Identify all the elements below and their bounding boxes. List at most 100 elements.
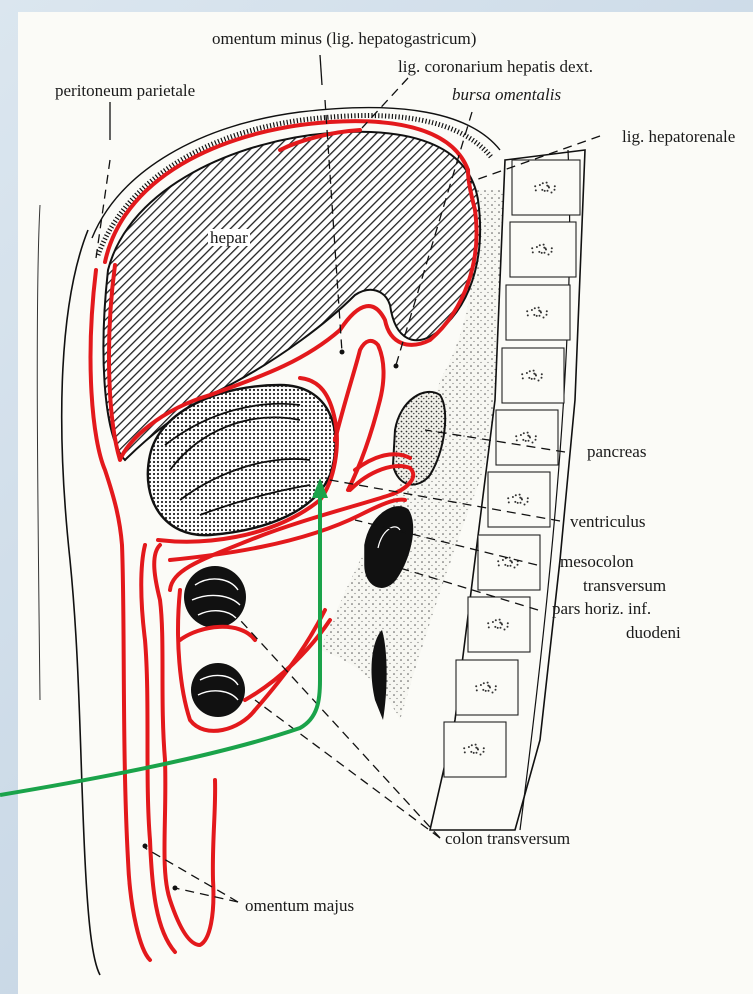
vertebral-marrow-dot [541, 377, 543, 379]
vertebral-marrow-dot [473, 752, 475, 754]
skin-outline [37, 205, 40, 700]
label-duodeni: duodeni [626, 624, 681, 641]
vertebral-marrow-dot [538, 310, 540, 312]
vertebral-marrow-dot [522, 377, 524, 379]
label-omentum-majus: omentum majus [245, 897, 354, 914]
vertebral-marrow-dot [514, 501, 516, 503]
vertebral-marrow-dot [524, 504, 526, 506]
vertebral-marrow-dot [463, 747, 465, 749]
vertebral-marrow-dot [539, 315, 541, 317]
vertebral-marrow-dot [475, 685, 477, 687]
vertebral-marrow-dot [532, 442, 534, 444]
vertebral-marrow-dot [497, 560, 499, 562]
vertebral-marrow-dot [544, 190, 546, 192]
vertebral-marrow-dot [487, 685, 489, 687]
vertebral-marrow-dot [534, 185, 536, 187]
vertebral-marrow-dot [526, 310, 528, 312]
vertebral-marrow-dot [547, 190, 549, 192]
vertebral-marrow-dot [509, 557, 511, 559]
vertebral-marrow-dot [508, 501, 510, 503]
vertebral-marrow-dot [492, 692, 494, 694]
vertebral-marrow-dot [492, 621, 494, 623]
vertebral-marrow-dot [520, 502, 522, 504]
colon-transversum-lower [191, 663, 245, 717]
vertebral-marrow-dot [510, 565, 512, 567]
label-hepar: hepar [208, 229, 250, 246]
vertebral-marrow-dot [546, 182, 548, 184]
vertebral-marrow-dot [527, 501, 529, 503]
vertebral-marrow-dot [516, 439, 518, 441]
label-transversum: transversum [583, 577, 666, 594]
vertebral-marrow-dot [517, 564, 519, 566]
vertebral-marrow-dot [543, 317, 545, 319]
vertebral-marrow-dot [483, 682, 485, 684]
vertebral-marrow-dot [536, 246, 538, 248]
vertebral-marrow-dot [539, 244, 541, 246]
colon-transversum-upper [184, 566, 246, 628]
vertebral-marrow-dot [531, 378, 533, 380]
vertebral-marrow-dot [495, 619, 497, 621]
vertebral-marrow-dot [525, 440, 527, 442]
vertebral-marrow-dot [497, 627, 499, 629]
vertebral-marrow-dot [483, 751, 485, 753]
vertebral-marrow-dot [554, 189, 556, 191]
vertebral-marrow-dot [531, 247, 533, 249]
vertebral-body [496, 410, 558, 465]
vertebral-marrow-dot [528, 440, 530, 442]
vertebral-body [506, 285, 570, 340]
vertebral-marrow-dot [523, 432, 525, 434]
vertebral-marrow-dot [532, 251, 534, 253]
vertebral-marrow-dot [499, 619, 501, 621]
vertebral-marrow-dot [487, 682, 489, 684]
vertebral-body [488, 472, 550, 527]
abdominal-wall-outline [62, 230, 100, 975]
vertebral-marrow-dot [475, 747, 477, 749]
label-omentum-minus: omentum minus (lig. hepatogastricum) [212, 30, 476, 47]
vertebral-marrow-dot [551, 251, 553, 253]
vertebral-marrow-dot [548, 254, 550, 256]
vertebral-body [512, 160, 580, 215]
vertebral-marrow-dot [507, 497, 509, 499]
vertebral-marrow-dot [485, 690, 487, 692]
vertebral-marrow-dot [509, 560, 511, 562]
vertebral-marrow-dot [495, 685, 497, 687]
vertebral-marrow-dot [528, 377, 530, 379]
vertebral-body [478, 535, 540, 590]
vertebral-marrow-dot [471, 744, 473, 746]
vertebral-marrow-dot [527, 432, 529, 434]
vertebral-marrow-dot [536, 315, 538, 317]
vertebral-marrow-dot [488, 690, 490, 692]
vertebral-body [444, 722, 506, 777]
vertebral-marrow-dot [541, 189, 543, 191]
vertebral-marrow-dot [535, 189, 537, 191]
vertebral-marrow-dot [482, 689, 484, 691]
vertebral-marrow-dot [538, 251, 540, 253]
label-mesocolon: mesocolon [560, 553, 634, 570]
vertebral-marrow-dot [498, 564, 500, 566]
vertebral-marrow-dot [551, 247, 553, 249]
vertebral-marrow-dot [507, 565, 509, 567]
vertebral-marrow-dot [543, 244, 545, 246]
vertebral-marrow-dot [533, 370, 535, 372]
vertebral-marrow-dot [551, 192, 553, 194]
vertebral-marrow-dot [538, 307, 540, 309]
vertebral-marrow-dot [520, 434, 522, 436]
vertebral-marrow-dot [514, 567, 516, 569]
vertebral-marrow-dot [488, 626, 490, 628]
vertebral-marrow-dot [541, 373, 543, 375]
label-lig-hepatorenale: lig. hepatorenale [622, 128, 735, 145]
vertebral-marrow-dot [502, 559, 504, 561]
vertebral-marrow-dot [519, 497, 521, 499]
vertebral-marrow-dot [541, 252, 543, 254]
vertebral-marrow-dot [531, 309, 533, 311]
vertebral-marrow-dot [538, 380, 540, 382]
vertebral-marrow-dot [522, 439, 524, 441]
label-bursa-omentalis: bursa omentalis [452, 86, 561, 103]
vertebral-marrow-dot [527, 497, 529, 499]
vertebral-marrow-dot [504, 629, 506, 631]
vertebral-marrow-dot [544, 252, 546, 254]
label-colon-transversum: colon transversum [445, 830, 570, 847]
vertebral-marrow-dot [483, 747, 485, 749]
vertebral-marrow-dot [464, 751, 466, 753]
